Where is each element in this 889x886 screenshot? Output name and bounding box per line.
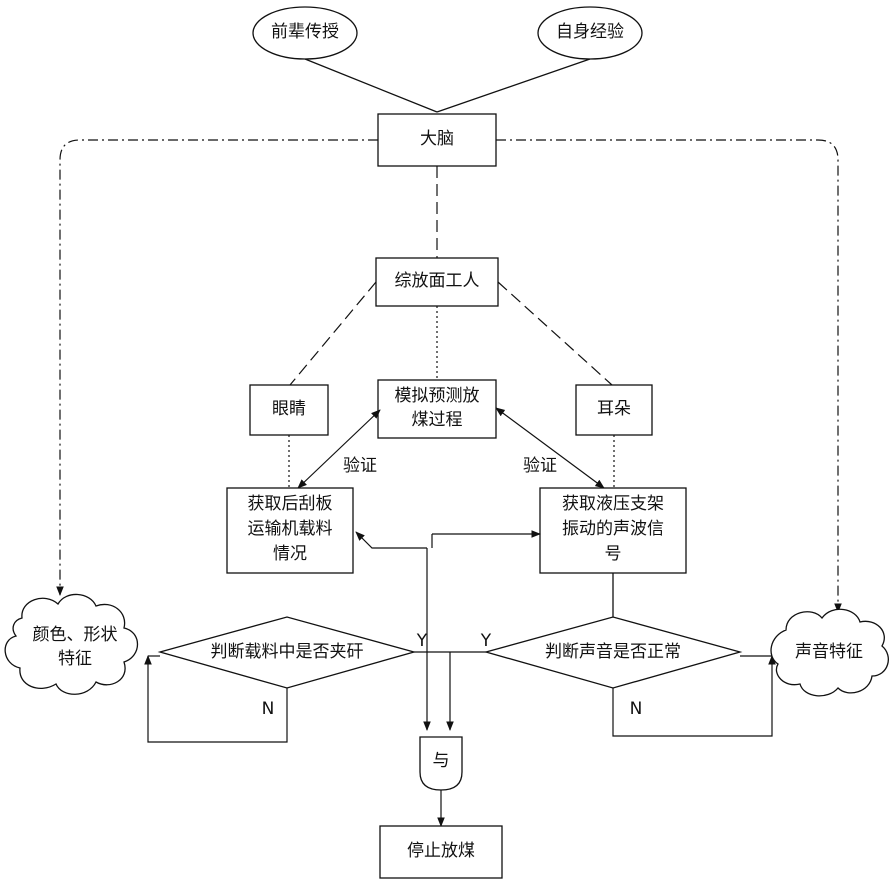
stop-label: 停止放煤 xyxy=(380,840,502,863)
right-cloud-label: 声音特征 xyxy=(772,641,886,664)
left-yes-label: Y xyxy=(412,630,432,653)
experience-label: 自身经验 xyxy=(538,21,642,44)
scraper-label-line3: 情况 xyxy=(227,543,353,566)
left-decision-label: 判断载料中是否夹矸 xyxy=(180,641,394,664)
left-cloud-label-line1: 颜色、形状 xyxy=(10,624,140,647)
hydraulic-label-line3: 号 xyxy=(540,543,686,566)
left-cloud-label-line2: 特征 xyxy=(10,648,140,671)
worker-label: 综放面工人 xyxy=(376,270,498,293)
predecessor-label: 前辈传授 xyxy=(253,21,357,44)
simulate-label-line1: 模拟预测放 xyxy=(378,385,496,408)
verify-left-label: 验证 xyxy=(334,455,386,478)
scraper-label-line1: 获取后刮板 xyxy=(227,493,353,516)
verify-right-label: 验证 xyxy=(514,455,566,478)
and-gate-label: 与 xyxy=(420,750,462,773)
right-no-label: N xyxy=(626,698,646,721)
eyes-label: 眼睛 xyxy=(250,398,328,421)
simulate-label-line2: 煤过程 xyxy=(378,409,496,432)
hydraulic-label-line2: 振动的声波信 xyxy=(540,518,686,541)
hydraulic-label-line1: 获取液压支架 xyxy=(540,493,686,516)
ears-label: 耳朵 xyxy=(576,398,652,421)
brain-label: 大脑 xyxy=(378,128,496,151)
scraper-label-line2: 运输机载料 xyxy=(227,518,353,541)
right-decision-label: 判断声音是否正常 xyxy=(506,641,720,664)
left-no-label: N xyxy=(258,698,278,721)
right-yes-label: Y xyxy=(476,630,496,653)
